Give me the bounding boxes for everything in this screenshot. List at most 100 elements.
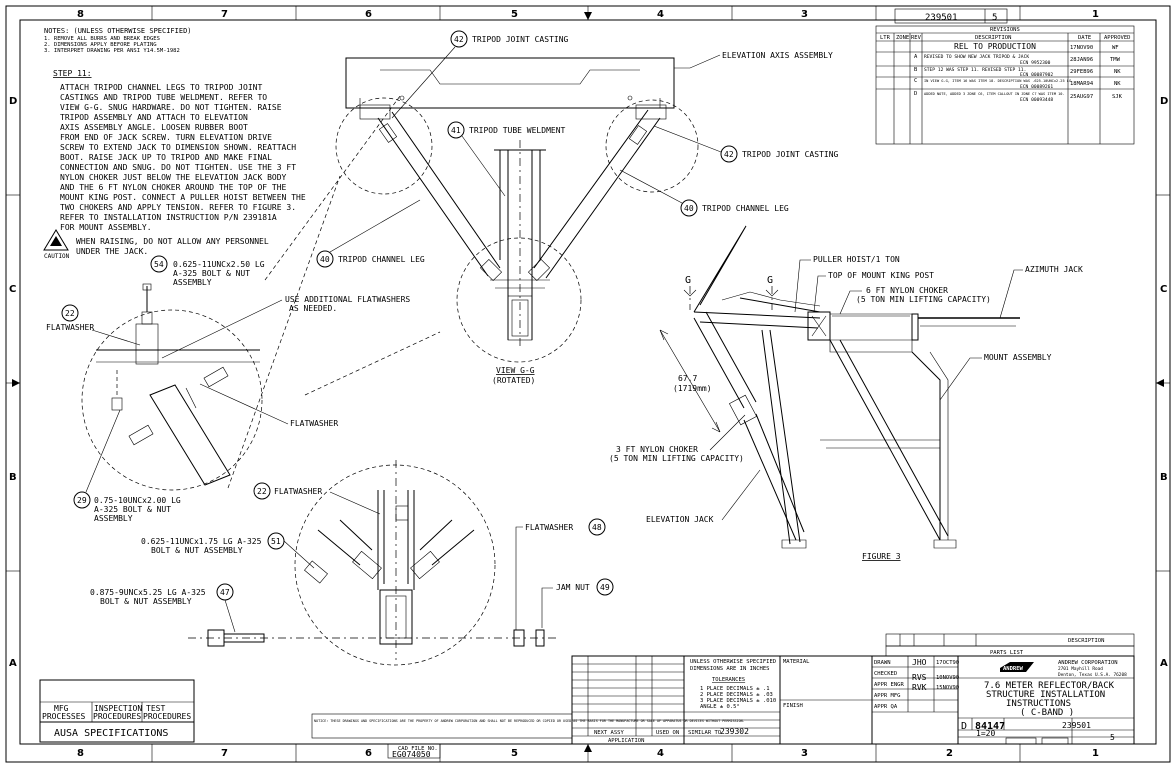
svg-text:40: 40 xyxy=(320,255,330,264)
spec-mfg-processes: PROCESSES xyxy=(42,712,86,721)
callout-mount-assembly: MOUNT ASSEMBLY xyxy=(939,353,1052,401)
zone-label-side: C xyxy=(1160,284,1167,295)
svg-text:TRIPOD JOINT CASTING: TRIPOD JOINT CASTING xyxy=(472,35,569,44)
svg-text:(5 TON MIN LIFTING CAPACITY): (5 TON MIN LIFTING CAPACITY) xyxy=(856,295,991,304)
note-line: 1. REMOVE ALL BURRS AND BREAK EDGES xyxy=(44,36,160,42)
svg-text:FLATWASHER: FLATWASHER xyxy=(290,419,338,428)
company-city: Denton, Texas U.S.A. 76208 xyxy=(1058,672,1127,678)
detail-left-drawing xyxy=(81,95,401,491)
svg-text:FLATWASHER: FLATWASHER xyxy=(525,523,573,532)
svg-text:TRIPOD CHANNEL LEG: TRIPOD CHANNEL LEG xyxy=(338,255,425,264)
finish: FINISH xyxy=(783,703,803,709)
drawn-date: 17OCT90 xyxy=(936,660,959,666)
rev-approved: NK xyxy=(1114,81,1121,87)
step-line: AXIS ASSEMBLY ANGLE. LOOSEN RUBBER BOOT xyxy=(60,123,248,132)
rev-col-header: APPROVED xyxy=(1104,35,1131,41)
tol-title: TOLERANCES xyxy=(712,677,745,683)
section-mark-g: G xyxy=(685,275,691,286)
svg-text:41: 41 xyxy=(451,126,461,135)
step-line: MOUNT KING POST. CONNECT A PULLER HOIST … xyxy=(60,193,306,202)
zone-label-top: 8 xyxy=(77,9,84,20)
svg-text:54: 54 xyxy=(154,260,164,269)
bolt-47-drawing xyxy=(188,629,560,647)
svg-text:BOLT & NUT ASSEMBLY: BOLT & NUT ASSEMBLY xyxy=(100,597,192,606)
svg-text:40: 40 xyxy=(684,204,694,213)
spec-test-proc: PROCEDURES xyxy=(143,712,191,721)
row-label: CHECKED xyxy=(874,671,897,677)
material: MATERIAL xyxy=(783,659,810,665)
approved-by: RVK xyxy=(912,683,927,692)
similar-to: SIMILAR TO xyxy=(688,730,721,736)
svg-text:42: 42 xyxy=(454,35,464,44)
zone-label-side: B xyxy=(1160,472,1168,483)
center-arrow-left xyxy=(12,379,20,387)
svg-text:AZIMUTH JACK: AZIMUTH JACK xyxy=(1025,265,1083,274)
rev-date: 29FEB96 xyxy=(1070,69,1093,75)
rev-ecn: ECN 00087902 xyxy=(1020,72,1053,78)
svg-text:MOUNT ASSEMBLY: MOUNT ASSEMBLY xyxy=(984,353,1052,362)
rev-letter: C xyxy=(914,78,917,84)
callout-22-bottom: 22 FLATWASHER xyxy=(253,482,381,515)
title-line: 7.6 METER REFLECTOR/BACK xyxy=(984,681,1115,691)
callout-use-flatwashers: USE ADDITIONAL FLATWASHERS AS NEEDED. xyxy=(161,295,410,359)
rev-ecn: ECN 00093448 xyxy=(1020,97,1053,103)
tol-header1: UNLESS OTHERWISE SPECIFIED xyxy=(690,659,776,665)
zone-label-bottom: 4 xyxy=(657,748,664,759)
svg-text:51: 51 xyxy=(271,537,281,546)
zone-label-bottom: 5 xyxy=(511,748,518,759)
rev-approved: TMW xyxy=(1110,57,1121,63)
title-block: DESCRIPTION PARTS LIST DRAWN CHECKED APP… xyxy=(871,633,1135,745)
spec-ausa: AUSA SPECIFICATIONS xyxy=(54,728,168,739)
rev-col-header: ZONE xyxy=(896,35,909,41)
note-line: 2. DIMENSIONS APPLY BEFORE PLATING xyxy=(44,42,157,48)
step-line: NYLON CHOKER JUST BELOW THE ELEVATION JA… xyxy=(60,173,287,182)
rev-col-header: DATE xyxy=(1078,35,1091,41)
tolerance-block: NEXT ASSY USED ON APPLICATION UNLESS OTH… xyxy=(571,655,873,745)
rev-letter: B xyxy=(914,67,918,73)
svg-text:PULLER HOIST/1 TON: PULLER HOIST/1 TON xyxy=(813,255,900,264)
view-gg-label: VIEW G-G xyxy=(496,366,535,375)
zone-label-bottom: 7 xyxy=(221,748,228,759)
svg-text:JAM NUT: JAM NUT xyxy=(556,583,590,592)
step-line: CASTINGS AND TRIPOD TUBE WELDMENT. REFER… xyxy=(60,93,267,102)
similar-no: 239302 xyxy=(720,727,749,736)
tol-line: 3 PLACE DECIMALS ± .010 xyxy=(700,698,776,704)
revisions-header: REVISIONS xyxy=(990,27,1020,33)
drawing-number-box: 239501 5 xyxy=(894,8,1008,24)
zone-ticks xyxy=(6,6,1170,762)
svg-text:BOLT & NUT ASSEMBLY: BOLT & NUT ASSEMBLY xyxy=(151,546,243,555)
svg-text:ASSEMBLY: ASSEMBLY xyxy=(94,514,133,523)
callout-29: 29 0.75-10UNCx2.00 LG A-325 BOLT & NUT A… xyxy=(73,409,181,523)
center-arrow-right xyxy=(1156,379,1164,387)
rev-col-header: LTR xyxy=(880,35,891,41)
svg-text:6 FT NYLON CHOKER: 6 FT NYLON CHOKER xyxy=(866,286,948,295)
callout-49: JAM NUT 49 xyxy=(541,578,614,628)
figure-label: FIGURE 3 xyxy=(862,552,901,561)
approved-date: 15NOV90 xyxy=(936,685,959,691)
title-line: STRUCTURE INSTALLATION xyxy=(986,690,1105,700)
scale-value: 1=20 xyxy=(976,729,995,738)
svg-text:22: 22 xyxy=(257,487,267,496)
callout-puller-hoist: PULLER HOIST/1 TON xyxy=(794,255,900,313)
spec-insp: INSPECTION xyxy=(94,704,142,713)
step-line: TRIPOD ASSEMBLY AND ATTACH TO ELEVATION xyxy=(60,113,248,122)
notice-text: NOTICE: THESE DRAWINGS AND SPECIFICATION… xyxy=(314,719,745,723)
desc-col: DESCRIPTION xyxy=(1068,638,1104,644)
row-label: APPR MFG xyxy=(874,693,901,699)
svg-text:ELEVATION JACK: ELEVATION JACK xyxy=(646,515,714,524)
cad-file-box: CAD FILE NO. EG074050 xyxy=(387,743,441,759)
notes-block: NOTES: (UNLESS OTHERWISE SPECIFIED) 1. R… xyxy=(44,27,192,54)
svg-text:AS NEEDED.: AS NEEDED. xyxy=(289,304,337,313)
callout-22-left: 22 FLATWASHER xyxy=(46,304,141,346)
rev-value: 5 xyxy=(1110,733,1115,742)
tol-line: ANGLE ± 0.5° xyxy=(700,704,740,710)
rev-col-header: DESCRIPTION xyxy=(975,35,1011,41)
callout-elevation-jack: ELEVATION JACK xyxy=(646,469,761,524)
spec-table: MFG PROCESSES INSPECTION PROCEDURES TEST… xyxy=(39,679,195,743)
step-label: STEP 11: xyxy=(53,69,92,78)
row-label: APPR ENGR xyxy=(874,682,904,688)
title-line: INSTRUCTIONS xyxy=(1006,699,1071,709)
step-instructions: STEP 11: ATTACH TRIPOD CHANNEL LEGS TO T… xyxy=(53,69,306,232)
spec-mfg: MFG xyxy=(54,704,69,713)
drawing-number: 239501 xyxy=(925,13,958,23)
